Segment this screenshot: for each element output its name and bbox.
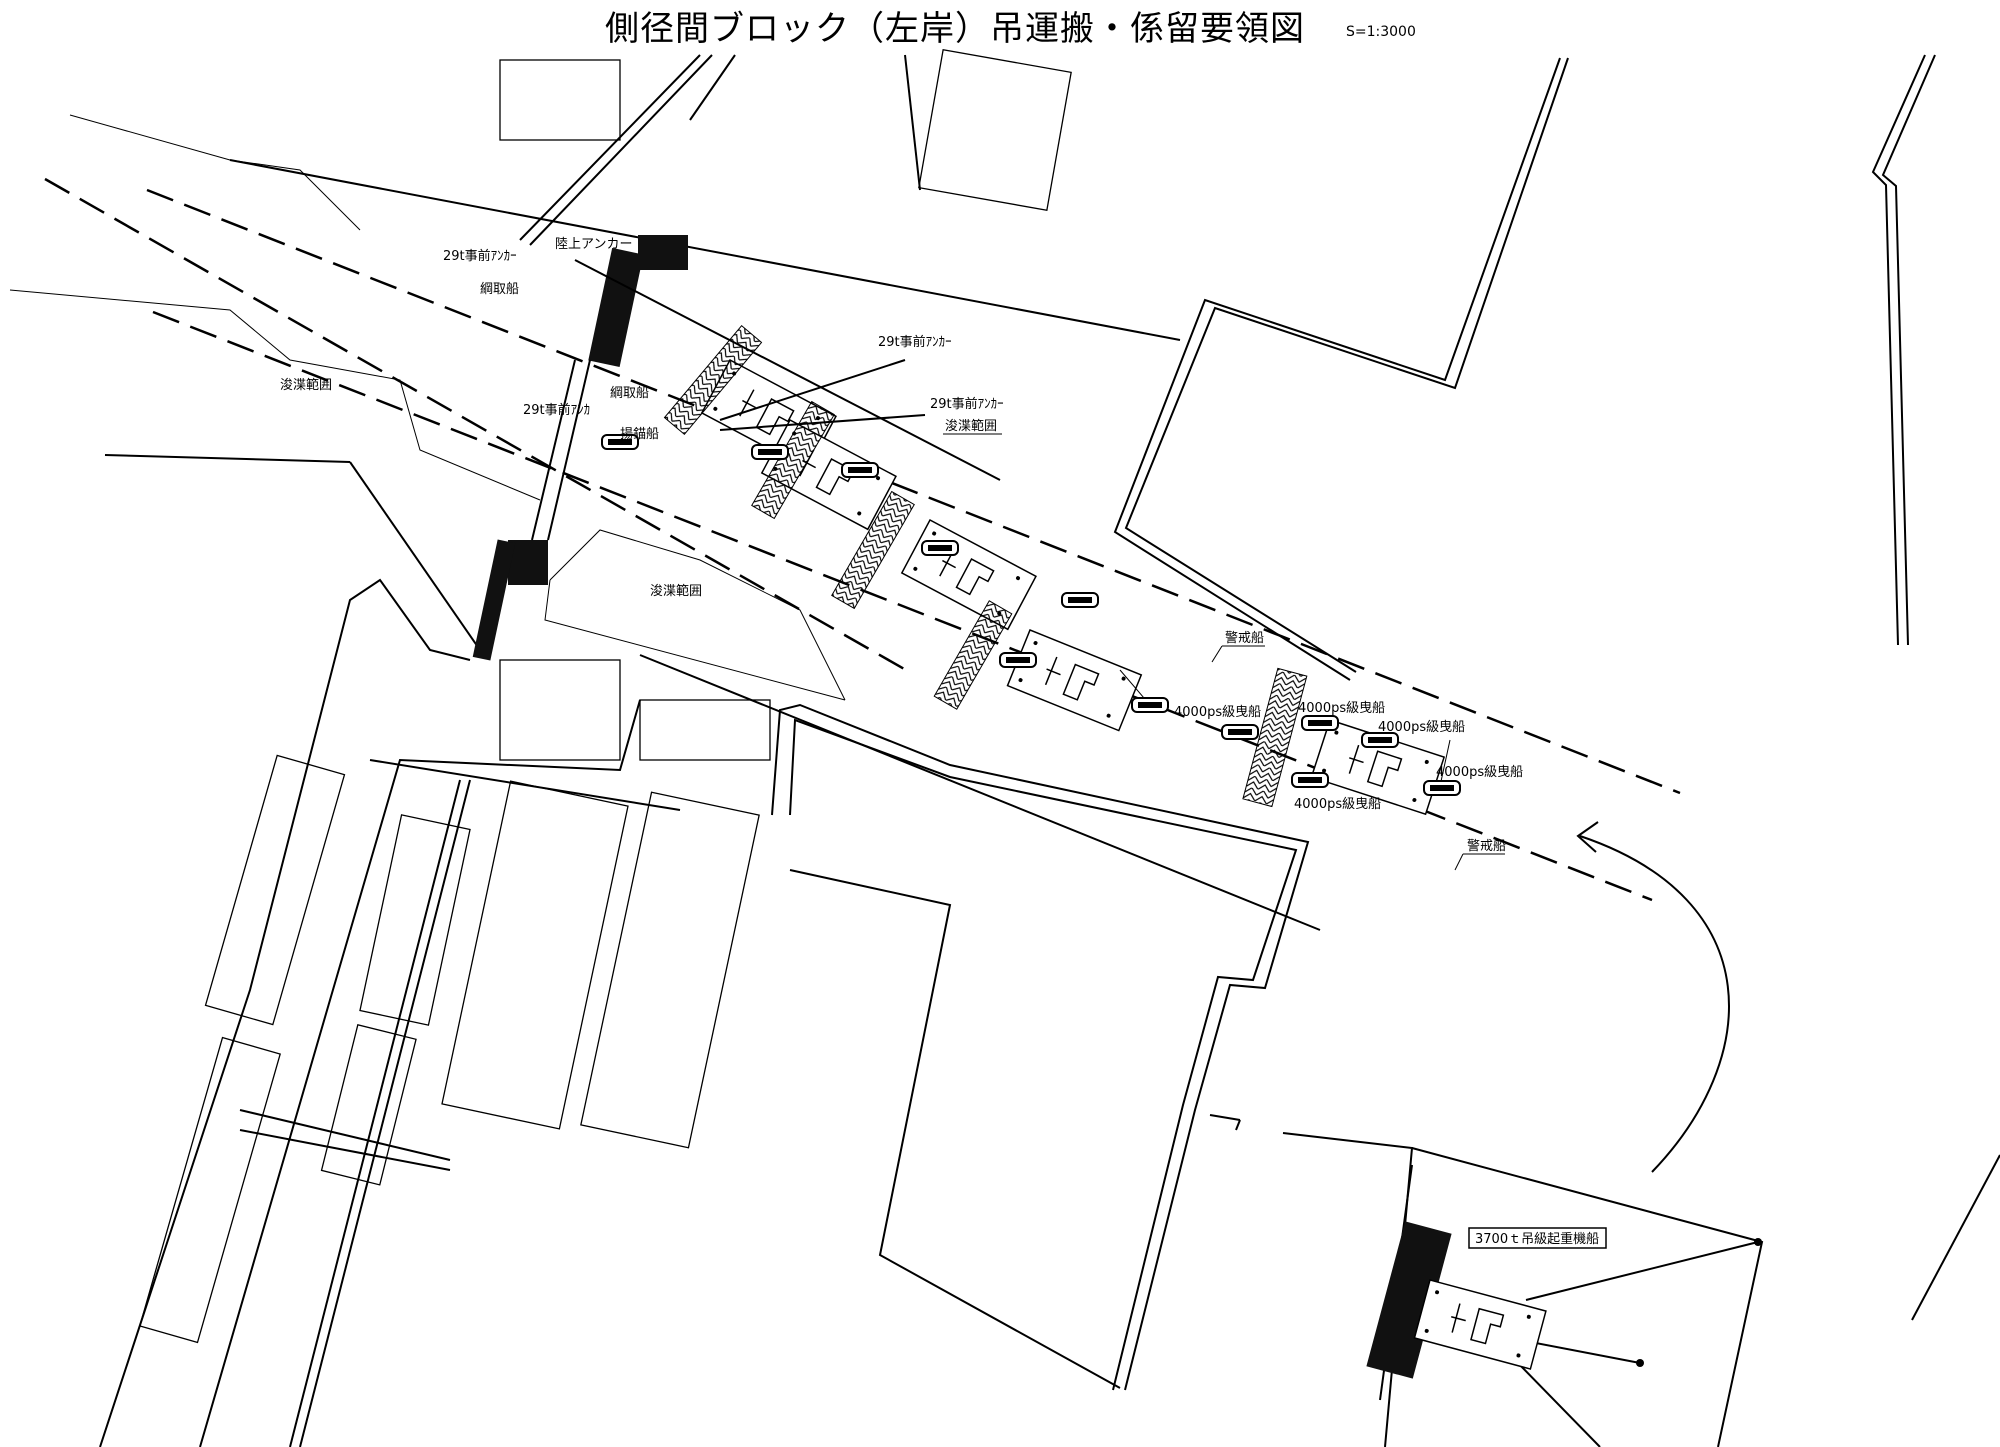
- shoreline-right: [771, 54, 2000, 1391]
- guard-boat-label: 警戒船: [1225, 630, 1264, 646]
- anchor-boat-label: 揚錨船: [620, 426, 659, 442]
- dredge-area-label: 浚渫範囲: [280, 378, 332, 393]
- anchor-29t-label: 29t事前ｱﾝｶ: [523, 402, 590, 418]
- dredge-area-label: 浚渫範囲: [650, 584, 702, 599]
- movement-arrow: [1576, 821, 1730, 1173]
- dredge-area-label: 浚渫範囲: [945, 419, 997, 434]
- tug-label: 4000ps級曳船: [1298, 701, 1385, 716]
- block-positions: [574, 259, 1451, 815]
- crane-barge-area: 3700ｔ吊級起重機船: [1282, 1132, 1764, 1447]
- drawing-labels: 陸上アンカー 29t事前ｱﾝｶｰ 綱取船 29t事前ｱﾝｶｰ 29t事前ｱﾝｶｰ…: [280, 236, 1523, 871]
- tug-label: 4000ps級曳船: [1174, 705, 1261, 720]
- anchor-29t-label: 29t事前ｱﾝｶｰ: [878, 334, 952, 350]
- anchor-29t-label: 29t事前ｱﾝｶｰ: [443, 248, 517, 264]
- line-boat-label: 綱取船: [480, 282, 519, 297]
- drawing-title: 側径間ブロック（左岸）吊運搬・係留要領図: [605, 9, 1305, 49]
- crane-barge-label: 3700ｔ吊級起重機船: [1475, 1231, 1599, 1247]
- scale-label: S=1:3000: [1346, 24, 1416, 40]
- line-boat-label: 綱取船: [610, 386, 649, 401]
- tug-label: 4000ps級曳船: [1294, 797, 1381, 812]
- urban-area: [99, 49, 1072, 1447]
- guard-boat-label: 警戒船: [1467, 838, 1506, 854]
- channel-lines: [9, 114, 1681, 931]
- tug-label: 4000ps級曳船: [1378, 720, 1465, 735]
- pier-structures: [472, 54, 921, 661]
- land-anchor-label: 陸上アンカー: [555, 236, 632, 252]
- tug-label: 4000ps級曳船: [1436, 765, 1523, 780]
- anchor-29t-label: 29t事前ｱﾝｶｰ: [930, 396, 1004, 412]
